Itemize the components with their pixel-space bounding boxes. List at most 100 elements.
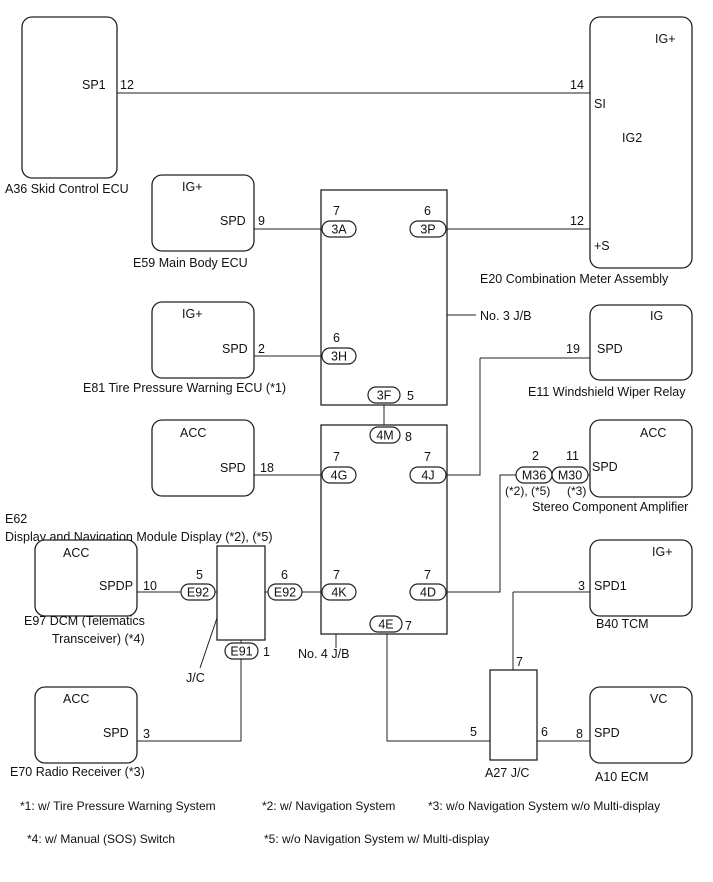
- jb3-3p-pin: 6: [424, 204, 431, 218]
- e62-label-code: E62: [5, 512, 27, 526]
- jb3-3a-pin: 7: [333, 204, 340, 218]
- wire-e70-e91: [137, 659, 242, 742]
- jb4-4m-connector: [369, 426, 401, 444]
- jc-e92-right-connector: [267, 583, 303, 601]
- jb3-3h-pin: 6: [333, 331, 340, 345]
- jb3-3p-connector: [409, 220, 447, 238]
- e70-radio-receiver-box: [34, 686, 138, 764]
- e97-pin-name: SPDP: [99, 579, 133, 593]
- a10-pin-name: SPD: [594, 726, 620, 740]
- e97-pin: 10: [143, 579, 157, 593]
- footnote-1: *1: w/ Tire Pressure Warning System: [20, 799, 216, 813]
- jb4-4k-connector-label: 4K: [331, 586, 347, 600]
- jb4-4e-connector: [369, 615, 403, 633]
- e20-label: E20 Combination Meter Assembly: [480, 272, 669, 286]
- jb4-4d-pin: 7: [424, 568, 431, 582]
- b40-tcm-box: [589, 539, 693, 617]
- stereo-amplifier-box: [589, 419, 693, 498]
- e20-pin-si: 14: [570, 78, 584, 92]
- stereo-pin-name: SPD: [592, 460, 618, 474]
- e81-supply: IG+: [182, 307, 203, 321]
- e70-pin: 3: [143, 727, 150, 741]
- e20-pin-s: 12: [570, 214, 584, 228]
- footnote-2: *2: w/ Navigation System: [262, 799, 395, 813]
- jb4-4j-connector: [409, 466, 447, 484]
- jc-e92-right-pin: 6: [281, 568, 288, 582]
- a10-supply: VC: [650, 692, 667, 706]
- stereo-m30-note: (*3): [567, 484, 586, 498]
- jb3-3p-connector-label: 3P: [420, 223, 435, 237]
- stereo-m36-pin: 2: [532, 449, 539, 463]
- jb4-4g-connector-label: 4G: [331, 469, 348, 483]
- no4-jb-label: No. 4 J/B: [298, 647, 349, 661]
- wire-4e-a27-a10: [386, 632, 632, 742]
- stereo-supply: ACC: [640, 426, 666, 440]
- jb3-3h-connector: [321, 347, 357, 365]
- footnote-3: *3: w/o Navigation System w/o Multi-disp…: [428, 799, 660, 813]
- a36-pin-name: SP1: [82, 78, 106, 92]
- e81-pin-name: SPD: [222, 342, 248, 356]
- wire-4d-m36: [447, 474, 516, 593]
- a27-label: A27 J/C: [485, 766, 529, 780]
- jc-label: J/C: [186, 671, 205, 685]
- a10-label: A10 ECM: [595, 770, 649, 784]
- jb4-4k-pin: 7: [333, 568, 340, 582]
- jc-e92-left-connector: [180, 583, 216, 601]
- a27-pin-5: 5: [470, 725, 477, 739]
- stereo-m30-pin: 11: [566, 449, 579, 463]
- e20-combination-meter-box: [589, 16, 693, 269]
- jb4-4m-connector-label: 4M: [376, 429, 393, 443]
- e59-pin-name: SPD: [220, 214, 246, 228]
- footnote-5: *5: w/o Navigation System w/ Multi-displ…: [264, 832, 489, 846]
- stereo-m36-note: (*2), (*5): [505, 484, 550, 498]
- jb3-3f-connector-label: 3F: [377, 389, 392, 403]
- jb3-3h-connector-label: 3H: [331, 350, 347, 364]
- a27-pin-6: 6: [541, 725, 548, 739]
- a27-jc-box: [489, 669, 538, 761]
- jc-e91-pin: 1: [263, 645, 270, 659]
- jb4-4e-connector-label: 4E: [378, 618, 393, 632]
- jb3-3f-pin: 5: [407, 389, 414, 403]
- stereo-m30-connector-label: M30: [558, 469, 582, 483]
- e20-supply-ig2: IG2: [622, 131, 642, 145]
- b40-supply: IG+: [652, 545, 673, 559]
- jc-e92-right-connector-label: E92: [274, 586, 296, 600]
- a36-pin: 12: [120, 78, 134, 92]
- jb4-4d-connector-label: 4D: [420, 586, 436, 600]
- jc-e92-left-pin: 5: [196, 568, 203, 582]
- jb4-4j-connector-label: 4J: [421, 469, 434, 483]
- e81-pin: 2: [258, 342, 265, 356]
- jb4-4g-connector: [321, 466, 357, 484]
- jb4-4e-pin: 7: [405, 619, 412, 633]
- jb4-4g-pin: 7: [333, 450, 340, 464]
- jc-e91-connector-label: E91: [230, 645, 252, 659]
- jc-e91-connector: [224, 642, 259, 660]
- stereo-m36-connector-label: M36: [522, 469, 546, 483]
- e11-pin-name: SPD: [597, 342, 623, 356]
- e59-pin: 9: [258, 214, 265, 228]
- e20-supply-igplus: IG+: [655, 32, 676, 46]
- e97-label-line2: Transceiver) (*4): [52, 632, 145, 646]
- e20-pin-s-name: +S: [594, 239, 610, 253]
- b40-pin-name: SPD1: [594, 579, 627, 593]
- stereo-label: Stereo Component Amplifier: [532, 500, 688, 514]
- e81-tire-pressure-ecu-box: [151, 301, 255, 379]
- e70-supply: ACC: [63, 692, 89, 706]
- jc-e92-left-connector-label: E92: [187, 586, 209, 600]
- e59-supply: IG+: [182, 180, 203, 194]
- e11-wiper-relay-box: [589, 304, 693, 381]
- e62-display-box: [151, 419, 255, 497]
- jb4-4m-pin: 8: [405, 430, 412, 444]
- e62-supply: ACC: [180, 426, 206, 440]
- e11-supply: IG: [650, 309, 663, 323]
- no3-jb-label: No. 3 J/B: [480, 309, 531, 323]
- jb3-3a-connector-label: 3A: [331, 223, 347, 237]
- jb4-4d-connector: [409, 583, 447, 601]
- e11-pin: 19: [566, 342, 580, 356]
- e11-label: E11 Windshield Wiper Relay: [528, 385, 686, 399]
- e62-pin: 18: [260, 461, 274, 475]
- e70-label: E70 Radio Receiver (*3): [10, 765, 145, 779]
- jb3-3f-connector: [367, 386, 401, 404]
